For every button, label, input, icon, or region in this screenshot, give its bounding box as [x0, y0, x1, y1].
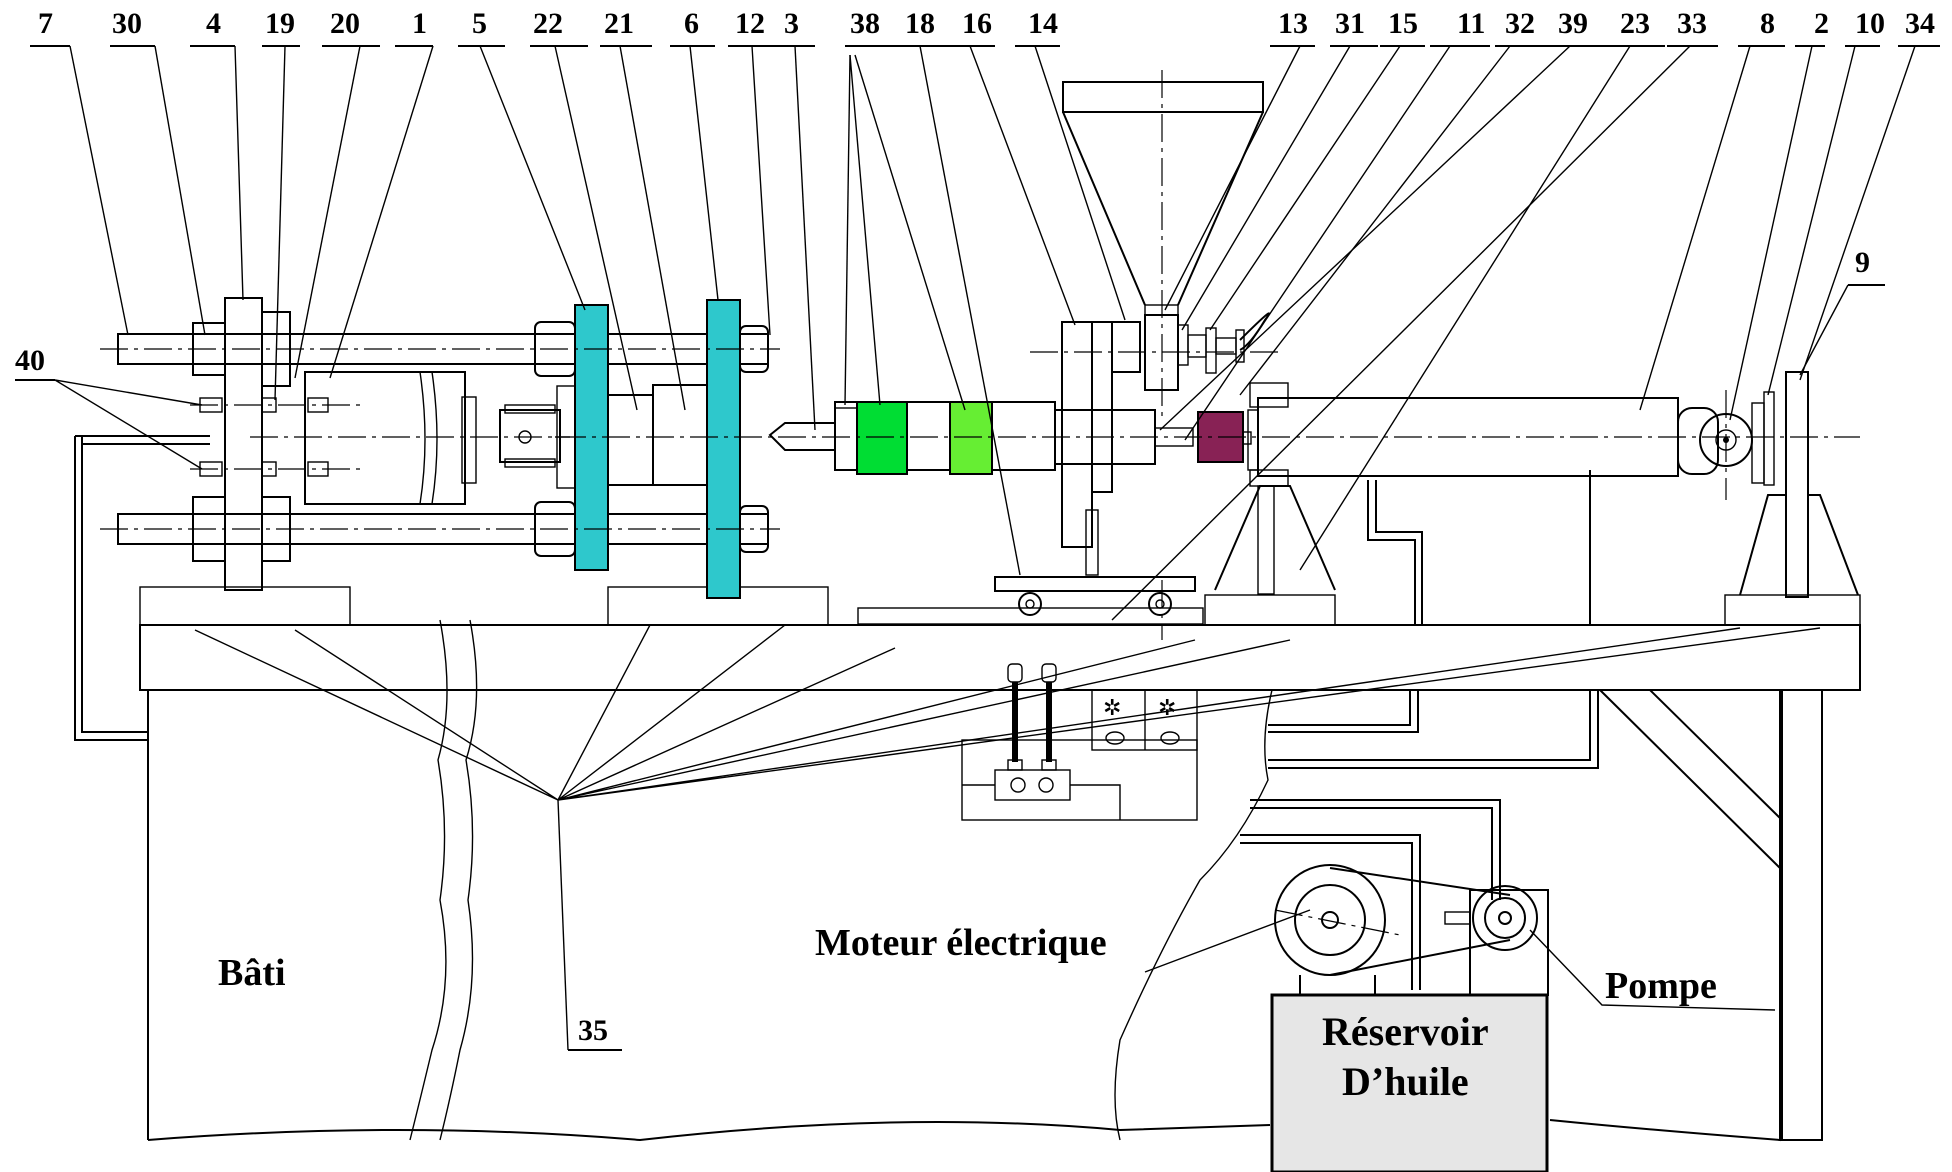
- machine-bed: [139, 624, 1861, 691]
- label-16: 16: [962, 7, 992, 40]
- label-19: 19: [265, 7, 295, 40]
- center-axes: [100, 70, 1860, 936]
- rear-plate: [1785, 371, 1809, 598]
- pump-pulley: [1472, 885, 1538, 951]
- carriage: [994, 576, 1196, 592]
- label-30: 30: [112, 7, 142, 40]
- label-31: 31: [1335, 7, 1365, 40]
- label-12: 12: [735, 7, 765, 40]
- label-1: 1: [412, 7, 427, 40]
- label-35: 35: [578, 1014, 608, 1047]
- label-2: 2: [1814, 7, 1829, 40]
- clamping-unit: [117, 297, 769, 599]
- label-14: 14: [1028, 7, 1058, 40]
- svg-text:✲: ✲: [1103, 696, 1121, 721]
- foot-support: [1204, 594, 1336, 626]
- label-4: 4: [206, 7, 221, 40]
- label-11: 11: [1457, 7, 1485, 40]
- label-reservoir-2: D’huile: [1342, 1059, 1469, 1104]
- injection-unit: [768, 321, 1859, 616]
- svg-text:✲: ✲: [1158, 696, 1176, 721]
- label-9: 9: [1855, 246, 1870, 279]
- clamp-cylinder: [304, 371, 466, 505]
- component-text-labels: Bâti Moteur électrique Pompe Réservoir D…: [218, 922, 1717, 1104]
- label-3: 3: [784, 7, 799, 40]
- oil-reservoir: [1270, 993, 1549, 1172]
- label-20: 20: [330, 7, 360, 40]
- label-5: 5: [472, 7, 487, 40]
- leader-lines: [15, 45, 1940, 1051]
- label-39: 39: [1558, 7, 1588, 40]
- label-reservoir-1: Réservoir: [1322, 1009, 1489, 1054]
- label-moteur: Moteur électrique: [815, 922, 1107, 964]
- label-pompe: Pompe: [1605, 965, 1717, 1007]
- label-13: 13: [1278, 7, 1308, 40]
- motor-pulley: [1274, 864, 1386, 976]
- label-40: 40: [15, 344, 45, 377]
- control-valve-box: ✲ ✲: [961, 663, 1198, 821]
- label-18: 18: [905, 7, 935, 40]
- label-10: 10: [1855, 7, 1885, 40]
- label-22: 22: [533, 7, 563, 40]
- foot-left: [139, 586, 351, 626]
- part-number-labels: 7 30 4 19 20 1 5 22 21 6 12 3 38 18 16 1…: [15, 7, 1935, 1047]
- label-8: 8: [1760, 7, 1775, 40]
- label-bati: Bâti: [218, 952, 286, 994]
- label-15: 15: [1388, 7, 1418, 40]
- foot-right: [1724, 594, 1861, 626]
- label-6: 6: [684, 7, 699, 40]
- bati-frame: [74, 435, 1823, 1142]
- fixed-platen: [706, 299, 741, 599]
- label-33: 33: [1677, 7, 1707, 40]
- label-32: 32: [1505, 7, 1535, 40]
- label-7: 7: [38, 7, 53, 40]
- rear-platen: [224, 297, 263, 591]
- label-34: 34: [1905, 7, 1935, 40]
- label-23: 23: [1620, 7, 1650, 40]
- label-38: 38: [850, 7, 880, 40]
- label-21: 21: [604, 7, 634, 40]
